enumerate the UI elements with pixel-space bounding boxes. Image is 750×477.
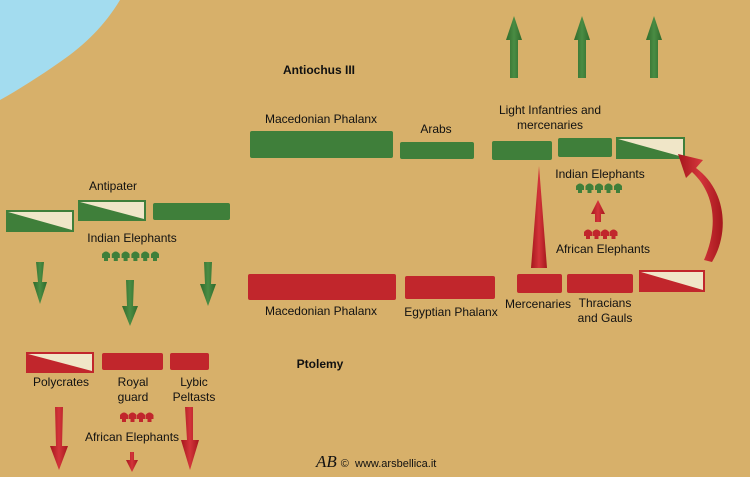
unit-seleucid-light-infantry (492, 141, 552, 160)
african-elephants-right-icons (584, 229, 618, 239)
arrow-seleucid-north-1 (506, 16, 522, 78)
elephant-icon (609, 229, 618, 239)
commander-antiochus: Antiochus III (283, 63, 355, 77)
elephant-icon (128, 412, 137, 422)
credit-line: AB© www.arsbellica.it (316, 452, 436, 472)
indian-elephants-right-icons (576, 183, 622, 193)
arrow-ptolemaic-south-1 (50, 407, 68, 470)
unit-seleucid-cavalry-left-2 (78, 200, 146, 221)
unit-seleucid-cavalry-right-2 (616, 137, 685, 159)
sea (0, 0, 120, 100)
unit-seleucid-arabs (400, 142, 474, 159)
arrow-seleucid-south-3 (200, 262, 216, 306)
label-ptolemaic-mercenaries: Mercenaries (504, 297, 572, 311)
label-seleucid-arabs: Arabs (420, 122, 452, 136)
elephant-icon (576, 183, 584, 193)
elephant-icon (111, 251, 120, 261)
elephant-icon (614, 183, 622, 193)
label-ptolemaic-african-elephants-left: African Elephants (84, 430, 180, 444)
elephant-icon (141, 251, 150, 261)
arrow-seleucid-south-1 (33, 262, 47, 304)
label-ptolemaic-royal-guard: Royal guard (117, 375, 149, 404)
copyright-symbol: © (340, 458, 349, 470)
arrow-seleucid-south-2 (122, 280, 138, 326)
arrow-ptolemaic-south-3 (181, 407, 199, 470)
elephant-icon (601, 229, 609, 239)
label-ptolemaic-african-elephants-right: African Elephants (555, 242, 651, 256)
unit-seleucid-cavalry-left-1 (6, 210, 74, 232)
elephant-icon (585, 183, 594, 193)
arrow-african-elephants-north (591, 200, 605, 222)
elephant-icon (145, 412, 154, 422)
arrow-ptolemaic-south-2 (126, 452, 138, 472)
elephant-icon (584, 229, 592, 239)
unit-ptolemaic-thracians-gauls (567, 274, 633, 293)
unit-ptolemaic-egyptian-phalanx (405, 276, 495, 299)
label-antipater: Antipater (88, 179, 138, 193)
label-ptolemaic-thracians-gauls: Thracians and Gauls (577, 296, 633, 325)
elephant-icon (595, 183, 603, 193)
elephant-icon (592, 229, 601, 239)
elephant-icon (137, 412, 145, 422)
elephant-icon (121, 251, 130, 261)
elephant-icon (120, 412, 128, 422)
arsbellica-logo: AB (316, 452, 337, 471)
unit-ptolemaic-macedonian-phalanx (248, 274, 396, 300)
unit-seleucid-cavalry-left-3 (153, 203, 230, 220)
label-ptolemaic-macedonian-phalanx: Macedonian Phalanx (264, 304, 378, 318)
arrow-mercenaries-north (531, 166, 547, 268)
label-ptolemaic-lybic-peltasts: Lybic Peltasts (172, 375, 216, 404)
indian-elephants-left-icons (102, 251, 159, 261)
credit-site: www.arsbellica.it (355, 458, 437, 470)
unit-ptolemaic-royal-guard (102, 353, 163, 370)
label-seleucid-indian-elephants-right: Indian Elephants (555, 167, 645, 181)
arrow-seleucid-north-2 (574, 16, 590, 78)
elephant-icon (151, 251, 159, 261)
label-ptolemaic-polycrates: Polycrates (32, 375, 90, 389)
unit-ptolemaic-polycrates (26, 352, 94, 373)
label-ptolemaic-egyptian-phalanx: Egyptian Phalanx (404, 305, 498, 319)
elephant-icon (604, 183, 613, 193)
unit-ptolemaic-cavalry-right (639, 270, 705, 292)
label-seleucid-light-infantry: Light Infantries and mercenaries (498, 103, 602, 132)
arrow-cavalry-flank (678, 154, 723, 262)
unit-seleucid-macedonian-phalanx (250, 131, 393, 158)
label-seleucid-macedonian-phalanx: Macedonian Phalanx (264, 112, 378, 126)
elephant-icon (131, 251, 140, 261)
commander-ptolemy: Ptolemy (296, 357, 344, 371)
african-elephants-left-icons (120, 412, 154, 422)
unit-ptolemaic-mercenaries (517, 274, 562, 293)
unit-seleucid-cavalry-right-1 (558, 138, 612, 157)
label-seleucid-indian-elephants-left: Indian Elephants (87, 231, 177, 245)
arrow-seleucid-north-3 (646, 16, 662, 78)
unit-ptolemaic-lybic-peltasts (170, 353, 209, 370)
elephant-icon (102, 251, 110, 261)
